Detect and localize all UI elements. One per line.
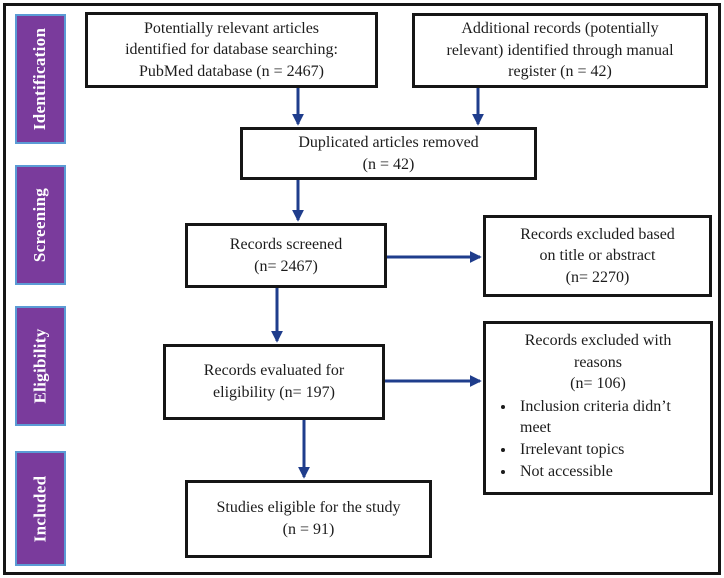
stage-eligibility: Eligibility bbox=[15, 306, 66, 426]
box-studies-eligible: Studies eligible for the study (n = 91) bbox=[185, 480, 432, 558]
box-database-search-text: Potentially relevant articles identified… bbox=[125, 19, 338, 80]
stage-identification: Identification bbox=[15, 14, 66, 144]
box-excluded-reasons: Records excluded with reasons (n= 106) I… bbox=[483, 321, 713, 495]
diagram-border bbox=[3, 3, 721, 575]
box-excluded-title-abstract-text: Records excluded based on title or abstr… bbox=[520, 225, 675, 286]
box-database-search: Potentially relevant articles identified… bbox=[85, 12, 378, 88]
stage-identification-label: Identification bbox=[30, 27, 50, 131]
stage-included: Included bbox=[15, 451, 66, 566]
stage-eligibility-label: Eligibility bbox=[30, 328, 50, 404]
stage-screening: Screening bbox=[15, 165, 66, 285]
excluded-reasons-list: Inclusion criteria didn’t meet Irrelevan… bbox=[488, 396, 708, 482]
excluded-reason-item: Inclusion criteria didn’t meet bbox=[516, 396, 704, 439]
box-manual-register: Additional records (potentially relevant… bbox=[412, 13, 708, 88]
box-excluded-title-abstract: Records excluded based on title or abstr… bbox=[483, 215, 712, 297]
excluded-reason-item: Not accessible bbox=[516, 461, 704, 483]
box-evaluated-eligibility: Records evaluated for eligibility (n= 19… bbox=[163, 344, 385, 420]
box-records-screened: Records screened (n= 2467) bbox=[185, 223, 387, 288]
box-duplicates-removed: Duplicated articles removed (n = 42) bbox=[240, 127, 537, 180]
stage-included-label: Included bbox=[30, 475, 50, 542]
box-studies-eligible-text: Studies eligible for the study (n = 91) bbox=[216, 499, 401, 538]
box-excluded-reasons-title: Records excluded with reasons (n= 106) bbox=[524, 332, 672, 393]
excluded-reason-item: Irrelevant topics bbox=[516, 439, 704, 461]
box-duplicates-removed-text: Duplicated articles removed (n = 42) bbox=[298, 133, 479, 173]
box-records-screened-text: Records screened (n= 2467) bbox=[229, 235, 343, 275]
stage-screening-label: Screening bbox=[30, 187, 50, 263]
box-manual-register-text: Additional records (potentially relevant… bbox=[446, 20, 674, 81]
box-evaluated-eligibility-text: Records evaluated for eligibility (n= 19… bbox=[203, 362, 345, 401]
